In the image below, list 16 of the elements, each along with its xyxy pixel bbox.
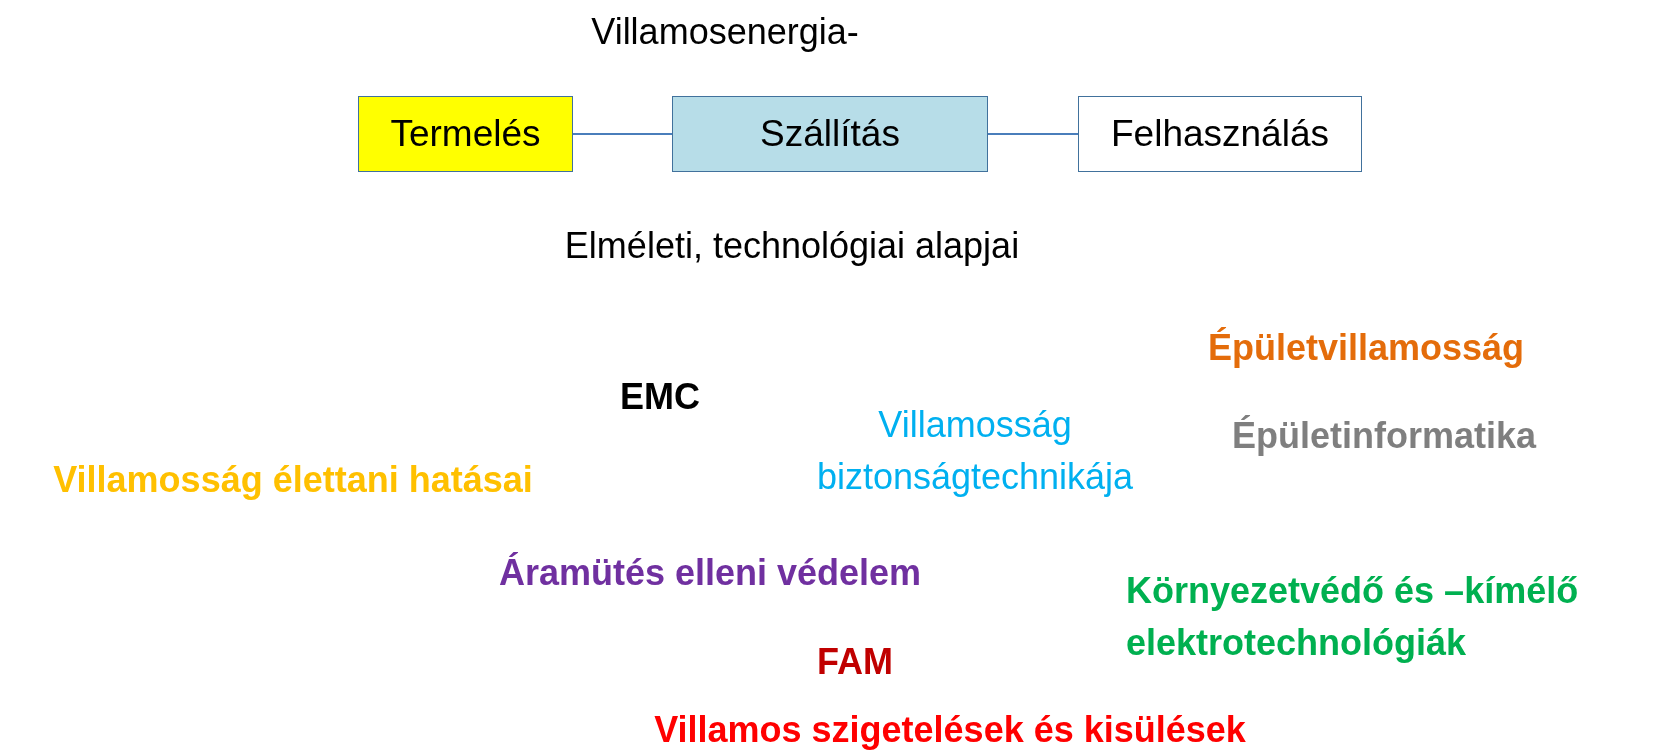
topic-label: Épületinformatika xyxy=(1231,415,1537,457)
connector-line xyxy=(987,133,1079,135)
topic-label: Villamos szigetelések és kisülések xyxy=(654,709,1246,751)
process-box: Szállítás xyxy=(672,96,988,172)
topic-label: Áramütés elleni védelem xyxy=(498,552,922,594)
connector-line xyxy=(572,133,673,135)
topic-label: FAM xyxy=(817,641,893,683)
process-box: Felhasználás xyxy=(1078,96,1362,172)
topic-label: Épületvillamosság xyxy=(1207,327,1525,369)
topic-label: EMC xyxy=(620,376,700,418)
topic-label: Villamosság biztonságtechnikája xyxy=(815,402,1135,499)
topic-label: Környezetvédő és –kímélő elektrotechnológiák xyxy=(1126,568,1580,665)
caption-text: Villamosenergia- xyxy=(591,11,859,53)
process-box: Termelés xyxy=(358,96,573,172)
topic-label: Villamosság élettani hatásai xyxy=(53,459,533,501)
caption-text: Elméleti, technológiai alapjai xyxy=(564,225,1020,267)
